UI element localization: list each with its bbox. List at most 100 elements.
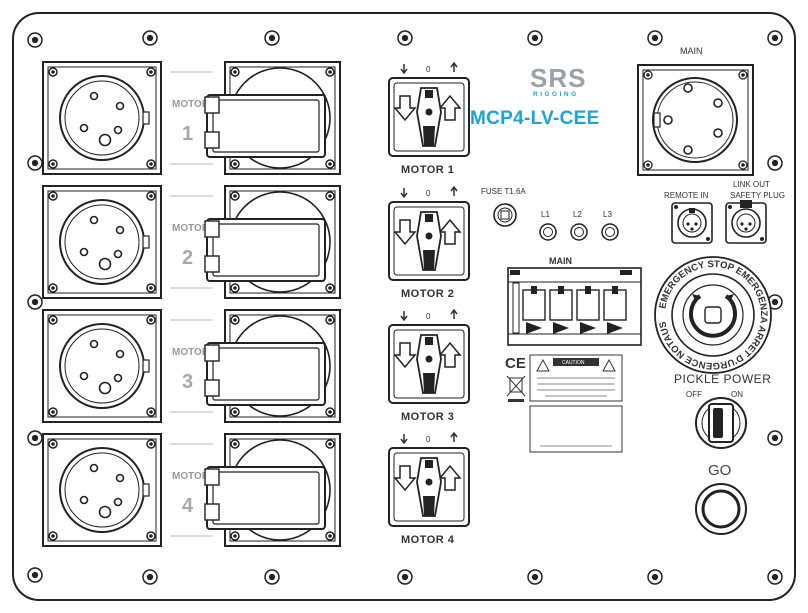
frame-screw-icon bbox=[647, 30, 663, 46]
emergency-stop-button[interactable]: EMERGENCY STOP EMERGENZA ARRET D'URGENCE… bbox=[654, 256, 772, 374]
motor-2-direction-switch[interactable]: 0 bbox=[388, 185, 470, 281]
motor-3-socket-lid[interactable] bbox=[204, 309, 341, 423]
phase-lamp-l1 bbox=[539, 223, 557, 241]
connector-screw-icon bbox=[230, 159, 240, 169]
connector-screw-icon bbox=[146, 315, 156, 325]
frame-screw-icon bbox=[767, 294, 783, 310]
frame-screw-icon bbox=[142, 569, 158, 585]
connector-screw-icon bbox=[643, 70, 653, 80]
connector-screw-icon bbox=[48, 407, 58, 417]
connector-screw-icon bbox=[48, 283, 58, 293]
frame-screw-icon bbox=[27, 32, 43, 48]
connector-screw-icon bbox=[230, 315, 240, 325]
phase-lamp-l3 bbox=[601, 223, 619, 241]
srs-logo-text: SRS bbox=[530, 63, 586, 93]
breaker-pole-1[interactable] bbox=[522, 286, 546, 334]
main-circuit-breaker[interactable] bbox=[507, 267, 642, 346]
connector-screw-icon bbox=[325, 283, 335, 293]
remote-in-xlr-connector[interactable] bbox=[671, 202, 713, 244]
phase-lamp-l2 bbox=[570, 223, 588, 241]
frame-screw-icon bbox=[142, 30, 158, 46]
connector-screw-icon bbox=[325, 191, 335, 201]
motor-2-side-label: MOTOR bbox=[172, 223, 210, 234]
connector-screw-icon bbox=[146, 439, 156, 449]
breaker-pole-3[interactable] bbox=[576, 286, 600, 334]
frame-screw-icon bbox=[27, 294, 43, 310]
connector-screw-icon bbox=[48, 531, 58, 541]
frame-screw-icon bbox=[264, 30, 280, 46]
motor-2-output-connector[interactable] bbox=[42, 185, 162, 299]
connector-screw-icon bbox=[48, 439, 58, 449]
connector-screw-icon bbox=[146, 159, 156, 169]
motor-4-side-label: MOTOR bbox=[172, 471, 210, 482]
connector-screw-icon bbox=[146, 407, 156, 417]
motor-1-direction-switch[interactable]: 0 bbox=[388, 61, 470, 157]
motor-3-side-label: MOTOR bbox=[172, 347, 210, 358]
motor-2-socket-lid[interactable] bbox=[204, 185, 341, 299]
weee-bin-icon bbox=[506, 375, 526, 402]
rating-plate bbox=[529, 405, 623, 453]
frame-screw-icon bbox=[27, 567, 43, 583]
connector-screw-icon bbox=[230, 407, 240, 417]
frame-screw-icon bbox=[767, 155, 783, 171]
motor-1-output-connector[interactable] bbox=[42, 61, 162, 175]
connector-screw-icon bbox=[230, 283, 240, 293]
connector-screw-icon bbox=[230, 191, 240, 201]
pickle-power-label: PICKLE POWER bbox=[674, 372, 771, 386]
connector-screw-icon bbox=[230, 439, 240, 449]
connector-screw-icon bbox=[325, 67, 335, 77]
connector-screw-icon bbox=[230, 67, 240, 77]
motor-2-number: 2 bbox=[182, 247, 193, 269]
go-label: GO bbox=[708, 462, 731, 479]
phase-label-l2: L2 bbox=[573, 210, 582, 219]
phase-label-l1: L1 bbox=[541, 210, 550, 219]
connector-screw-icon bbox=[146, 67, 156, 77]
main-power-connector[interactable] bbox=[637, 64, 754, 176]
phase-label-l3: L3 bbox=[603, 210, 612, 219]
frame-screw-icon bbox=[397, 30, 413, 46]
frame-screw-icon bbox=[527, 30, 543, 46]
connector-screw-icon bbox=[230, 531, 240, 541]
link-out-label-line1: LINK OUT bbox=[733, 180, 770, 189]
motor-3-output-connector[interactable] bbox=[42, 309, 162, 423]
connector-screw-icon bbox=[48, 191, 58, 201]
frame-screw-icon bbox=[767, 569, 783, 585]
go-button[interactable] bbox=[695, 483, 747, 535]
motor-1-side-label: MOTOR bbox=[172, 99, 210, 110]
connector-screw-icon bbox=[325, 531, 335, 541]
motor-4-switch-label: MOTOR 4 bbox=[401, 534, 455, 546]
connector-screw-icon bbox=[48, 315, 58, 325]
connector-screw-icon bbox=[146, 283, 156, 293]
motor-4-output-connector[interactable] bbox=[42, 433, 162, 547]
link-out-xlr-connector[interactable] bbox=[725, 200, 767, 244]
panel-frame bbox=[12, 12, 796, 601]
connector-screw-icon bbox=[325, 315, 335, 325]
motor-4-direction-switch[interactable]: 0 bbox=[388, 431, 470, 527]
connector-screw-icon bbox=[146, 191, 156, 201]
compliance-labels: CE CAUTION bbox=[505, 354, 623, 453]
motor-2-switch-zero: 0 bbox=[426, 189, 431, 198]
frame-screw-icon bbox=[264, 569, 280, 585]
breaker-pole-4[interactable] bbox=[603, 286, 627, 334]
frame-screw-icon bbox=[647, 569, 663, 585]
breaker-pole-2[interactable] bbox=[549, 286, 573, 334]
motor-1-socket-lid[interactable] bbox=[204, 61, 341, 175]
motor-4-switch-zero: 0 bbox=[426, 435, 431, 444]
rigging-logo-text: RIGGING bbox=[533, 91, 579, 98]
ce-mark: CE bbox=[505, 355, 526, 372]
motor-3-switch-zero: 0 bbox=[426, 312, 431, 321]
motor-2-switch-label: MOTOR 2 bbox=[401, 288, 454, 300]
motor-3-direction-switch[interactable]: 0 bbox=[388, 308, 470, 404]
motor-4-socket-lid[interactable] bbox=[204, 433, 341, 547]
pickle-off-label: OFF bbox=[686, 390, 702, 399]
motor-3-switch-label: MOTOR 3 bbox=[401, 411, 454, 423]
pickle-power-switch[interactable] bbox=[695, 397, 747, 449]
caution-label: CAUTION bbox=[529, 354, 623, 402]
caution-heading: CAUTION bbox=[562, 360, 585, 366]
motor-4-number: 4 bbox=[182, 495, 194, 517]
fuse-holder[interactable] bbox=[493, 203, 517, 227]
frame-screw-icon bbox=[527, 569, 543, 585]
